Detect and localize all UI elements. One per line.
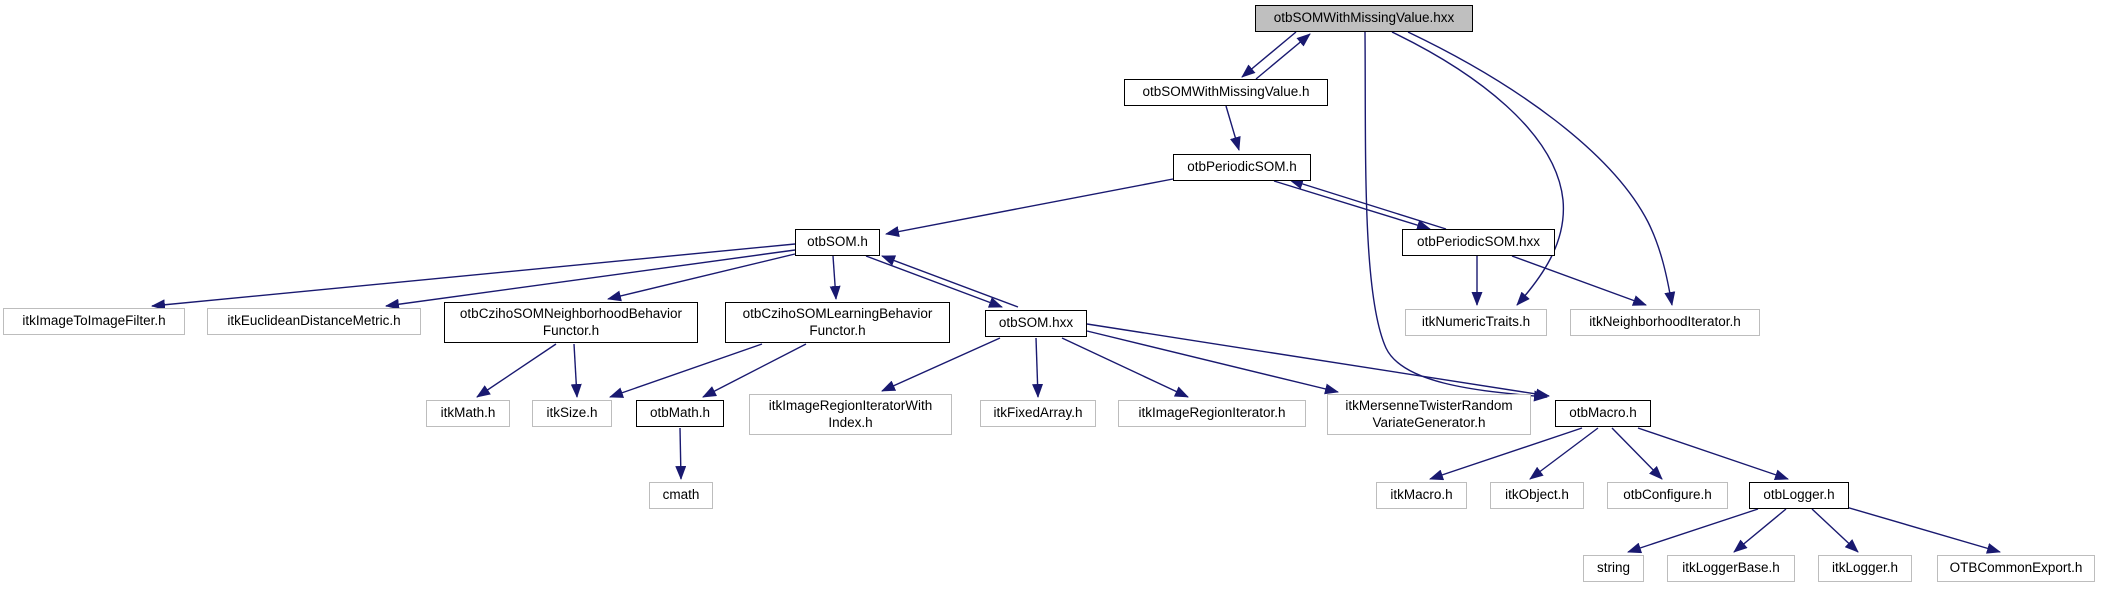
edge-otbsom-hxx-to-itkfixedarray-h	[1032, 337, 1044, 398]
edge-otbsom-hxx-to-otbmacro-h	[1086, 323, 1550, 400]
node-otbczihosomlearningbehaviorfunctor-h[interactable]: otbCzihoSOMLearningBehavior Functor.h	[725, 302, 950, 343]
node-otbperiodicsom-h[interactable]: otbPeriodicSOM.h	[1173, 154, 1311, 181]
node-otbcommonexport-h[interactable]: OTBCommonExport.h	[1937, 555, 2095, 582]
edge-otbsomwithmissingvalue-hxx-to-otbsomwithmissingvalue-h	[1241, 31, 1297, 78]
node-itkeuclideandistancemetric-h[interactable]: itkEuclideanDistanceMetric.h	[207, 308, 421, 335]
edge-otbsomwithmissingvalue-hxx-to-otbmacro-h	[1364, 31, 1548, 402]
edge-otbsom-h-to-itkimagetoimagefilter-h	[151, 243, 796, 311]
edge-otbsomwithmissingvalue-hxx-to-itknumerictraits-h	[1391, 31, 1565, 306]
edge-otblogger-h-to-otbcommonexport-h	[1845, 506, 2001, 554]
edge-otblogger-h-to-itklogger-h	[1811, 508, 1859, 553]
edge-otbmath-h-to-cmath	[675, 427, 687, 480]
edge-otbperiodicsom-h-to-otbperiodicsom-hxx	[1273, 180, 1431, 231]
edge-otbmacro-h-to-otblogger-h	[1637, 427, 1789, 481]
node-otbsomwithmissingvalue-hxx[interactable]: otbSOMWithMissingValue.hxx	[1255, 5, 1473, 32]
edge-otbmacro-h-to-itkmacro-h	[1429, 427, 1583, 481]
node-itkfixedarray-h[interactable]: itkFixedArray.h	[980, 400, 1096, 427]
node-itkimagetoimagefilter-h[interactable]: itkImageToImageFilter.h	[3, 308, 185, 335]
node-itklogger-h[interactable]: itkLogger.h	[1818, 555, 1912, 582]
node-otbsom-hxx[interactable]: otbSOM.hxx	[985, 310, 1087, 337]
node-itkmacro-h[interactable]: itkMacro.h	[1376, 482, 1467, 509]
edge-otbsom-h-to-otbsom-hxx	[865, 255, 1003, 308]
node-otbconfigure-h[interactable]: otbConfigure.h	[1607, 482, 1728, 509]
edge-otbczihosomneighborhoodbehaviorfunctor-h-to-itkmath-h	[476, 343, 557, 398]
edge-otbsom-h-to-itkeuclideandistancemetric-h	[385, 249, 796, 310]
edge-otbperiodicsom-hxx-to-itkneighborhooditerator-h	[1511, 255, 1647, 306]
edge-otbmacro-h-to-itkobject-h	[1529, 427, 1599, 480]
node-otbsom-h[interactable]: otbSOM.h	[795, 229, 880, 256]
node-itkobject-h[interactable]: itkObject.h	[1490, 482, 1584, 509]
node-itkmersennetwisterrandomvariategenerator-h[interactable]: itkMersenneTwisterRandom VariateGenerato…	[1327, 394, 1531, 435]
edge-otbsomwithmissingvalue-h-to-otbsomwithmissingvalue-hxx	[1255, 33, 1311, 80]
edge-otbmacro-h-to-otbconfigure-h	[1611, 427, 1663, 480]
edge-otbsom-hxx-to-itkimageregioniteratorwithindex-h	[881, 337, 1001, 392]
node-itkloggerbase-h[interactable]: itkLoggerBase.h	[1667, 555, 1795, 582]
edge-otbperiodicsom-hxx-to-otbperiodicsom-h	[1289, 178, 1447, 230]
edge-otblogger-h-to-itkloggerbase-h	[1733, 508, 1787, 553]
node-itkimageregioniterator-h[interactable]: itkImageRegionIterator.h	[1118, 400, 1306, 427]
node-itksize-h[interactable]: itkSize.h	[532, 400, 612, 427]
edge-otbczihosomneighborhoodbehaviorfunctor-h-to-itksize-h	[570, 343, 582, 398]
node-otbmacro-h[interactable]: otbMacro.h	[1555, 400, 1651, 427]
edge-otbsom-hxx-to-otbsom-h	[881, 255, 1019, 308]
node-otbsomwithmissingvalue-h[interactable]: otbSOMWithMissingValue.h	[1124, 79, 1328, 106]
node-itkimageregioniteratorwithindex-h[interactable]: itkImageRegionIteratorWith Index.h	[749, 394, 952, 435]
edge-otbsom-hxx-to-itkimageregioniterator-h	[1061, 337, 1189, 398]
edge-otbsomwithmissingvalue-h-to-otbperiodicsom-h	[1225, 105, 1241, 151]
edge-otbczihosomlearningbehaviorfunctor-h-to-itksize-h	[609, 343, 763, 398]
node-otbmath-h[interactable]: otbMath.h	[636, 400, 724, 427]
edge-otbczihosomlearningbehaviorfunctor-h-to-otbmath-h	[702, 343, 807, 398]
node-itkmath-h[interactable]: itkMath.h	[426, 400, 510, 427]
edge-otbsomwithmissingvalue-hxx-to-itkneighborhooditerator-h	[1407, 31, 1676, 306]
node-cmath[interactable]: cmath	[649, 482, 713, 509]
node-otblogger-h[interactable]: otbLogger.h	[1749, 482, 1849, 509]
node-otbperiodicsom-hxx[interactable]: otbPeriodicSOM.hxx	[1402, 229, 1555, 256]
edge-otbsom-h-to-otbczihosomneighborhoodbehaviorfunctor-h	[607, 253, 796, 302]
edge-otbperiodicsom-h-to-otbsom-h	[885, 178, 1174, 237]
edge-otbsom-h-to-otbczihosomlearningbehaviorfunctor-h	[829, 255, 841, 300]
edge-otbsom-hxx-to-itkmersennetwisterrandomvariategenerator-h	[1086, 330, 1339, 395]
node-otbczihosomneighborhoodbehaviorfunctor-h[interactable]: otbCzihoSOMNeighborhoodBehavior Functor.…	[444, 302, 698, 343]
node-itkneighborhooditerator-h[interactable]: itkNeighborhoodIterator.h	[1570, 309, 1760, 336]
node-itknumerictraits-h[interactable]: itkNumericTraits.h	[1405, 309, 1547, 336]
node-string[interactable]: string	[1583, 555, 1644, 582]
edge-otblogger-h-to-string	[1627, 508, 1759, 554]
